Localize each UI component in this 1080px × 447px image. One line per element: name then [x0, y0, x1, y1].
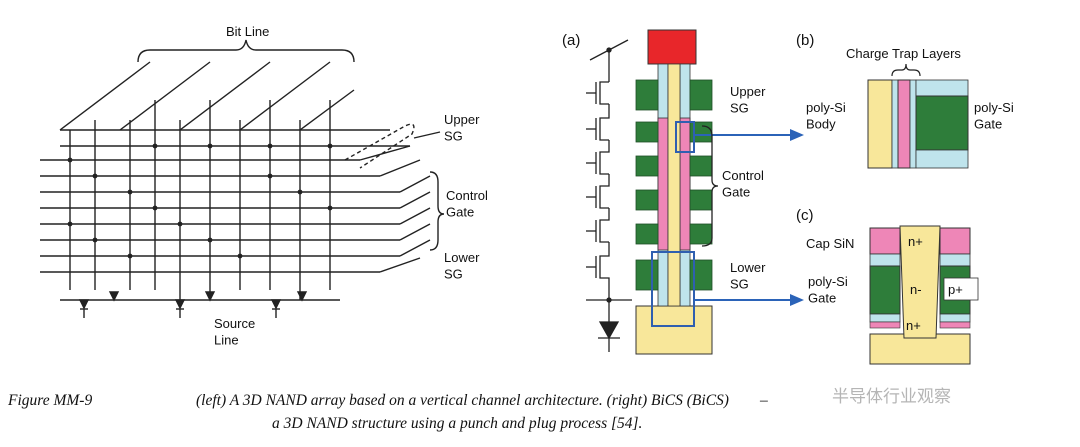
string-schematic	[586, 39, 632, 352]
liner-left	[869, 253, 901, 267]
panel-a: (a)	[562, 29, 804, 355]
bit-line-brace	[137, 39, 355, 63]
p-plus-box	[943, 277, 979, 301]
source-diodes	[78, 291, 308, 318]
bottom-pink-left	[869, 321, 901, 329]
word-line-planes	[40, 129, 431, 273]
arrow-to-b-head	[790, 129, 804, 141]
panel-b-tag: (b)	[796, 32, 814, 49]
liner-right	[939, 253, 971, 267]
vertical-pillars	[69, 100, 331, 300]
bit-lines	[59, 61, 355, 131]
bottom-liner-left	[869, 313, 901, 323]
n-minus-label: n-	[910, 282, 922, 297]
zoom-box-c	[651, 251, 695, 327]
gate-liner-top	[915, 79, 969, 97]
gate-liner-bottom	[915, 149, 969, 169]
bottom-liner-right	[939, 313, 971, 323]
n-plus-top-label: n+	[908, 234, 923, 249]
source-base	[635, 305, 713, 355]
charge-trap-brace	[891, 63, 921, 77]
cap-sin-left	[869, 227, 901, 255]
upper-sg-leader	[413, 131, 441, 139]
figure-number: Figure MM-9	[8, 392, 93, 409]
charge-trap-label: Charge Trap Layers	[846, 46, 961, 61]
bit-line-label: Bit Line	[226, 24, 269, 39]
blocking-oxide	[909, 79, 917, 169]
gate-stack	[635, 79, 713, 291]
panel-a-tag: (a)	[562, 32, 580, 49]
charge-trap-column-right	[679, 117, 691, 251]
poly-si-body	[867, 79, 893, 169]
caption-line-1: (left) A 3D NAND array based on a vertic…	[196, 392, 768, 409]
watermark: 半导体行业观察	[832, 387, 951, 407]
poly-si-gate-b	[915, 95, 969, 151]
cell-nodes	[67, 143, 333, 259]
control-gate-brace	[429, 171, 445, 251]
tunnel-oxide	[891, 79, 899, 169]
charge-trap-nitride	[897, 79, 911, 169]
cap-sin-right	[939, 227, 971, 255]
plug-channel	[899, 225, 941, 339]
drain-contact	[647, 29, 697, 65]
substrate	[869, 333, 971, 365]
arrow-to-c-head	[790, 294, 804, 306]
upper-sg-dashed-outline	[344, 123, 415, 169]
zoom-box-b	[675, 121, 695, 153]
nand-array-3d	[40, 39, 445, 318]
bottom-pink-right	[939, 321, 971, 329]
schematic-transistors	[586, 81, 610, 300]
charge-trap-column	[657, 117, 669, 251]
poly-si-channel	[667, 63, 681, 307]
cap-sin-label: Cap SiN	[806, 236, 854, 251]
panel-c-tag: (c)	[796, 207, 814, 224]
caption-line-2: a 3D NAND structure using a punch and pl…	[272, 415, 643, 432]
n-plus-bottom-label: n+	[906, 318, 921, 333]
panel-a-brace	[701, 125, 719, 247]
poly-si-gate-c-left	[869, 265, 901, 315]
p-plus-label: p+	[948, 282, 963, 297]
